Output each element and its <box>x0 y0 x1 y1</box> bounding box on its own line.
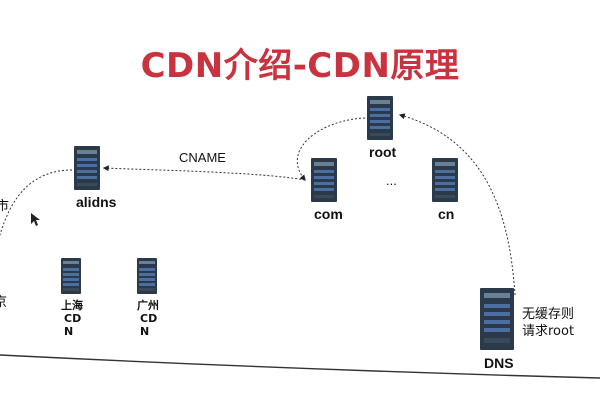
ellipsis-dots: ... <box>386 173 397 188</box>
server-icon <box>480 288 514 350</box>
server-icon <box>61 258 81 294</box>
server-icon <box>311 158 337 202</box>
cdn-shanghai-line-2: CD <box>64 312 82 325</box>
dns-note: 无缓存则 请求root <box>522 306 574 340</box>
root-label: root <box>369 144 397 160</box>
server-icon <box>137 258 157 294</box>
server-icon <box>74 146 100 190</box>
cdn-shanghai-line-3: N <box>64 325 74 338</box>
dns-server <box>480 288 514 355</box>
left-cut-text-1: 市 <box>0 199 10 214</box>
root-to-com-arrow <box>297 117 366 181</box>
cdn-shanghai-server <box>61 258 81 299</box>
cn-label: cn <box>438 206 455 222</box>
cdn-guangzhou-line-1: 广州 <box>137 299 159 312</box>
cursor-icon <box>31 213 40 226</box>
alidns-label: alidns <box>76 194 117 210</box>
cdn-guangzhou-server <box>137 258 157 299</box>
cname-label: CNAME <box>179 150 226 165</box>
alidns-server <box>74 146 100 195</box>
server-icon <box>367 96 393 140</box>
cdn-shanghai-label: 上海 CD N <box>60 299 84 338</box>
cdn-shanghai-line-1: 上海 <box>61 299 83 312</box>
slide-title: CDN介绍-CDN原理 <box>140 46 460 86</box>
dns-note-line-2: 请求root <box>522 324 575 339</box>
root-server <box>367 96 393 145</box>
cn-server <box>432 158 458 207</box>
cdn-guangzhou-label: 广州 CD N <box>136 299 160 338</box>
cname-arrow <box>102 165 306 181</box>
com-label: com <box>314 206 343 222</box>
server-icon <box>432 158 458 202</box>
alidns-left-arc <box>0 169 73 236</box>
dns-label: DNS <box>484 355 514 371</box>
left-cut-text-2: 京 <box>0 295 8 310</box>
cdn-guangzhou-line-2: CD <box>140 312 158 325</box>
com-server <box>311 158 337 207</box>
cdn-guangzhou-line-3: N <box>140 325 150 338</box>
dns-note-line-1: 无缓存则 <box>522 307 575 322</box>
ground-line <box>0 354 600 379</box>
dns-to-root-arrow <box>398 113 516 296</box>
